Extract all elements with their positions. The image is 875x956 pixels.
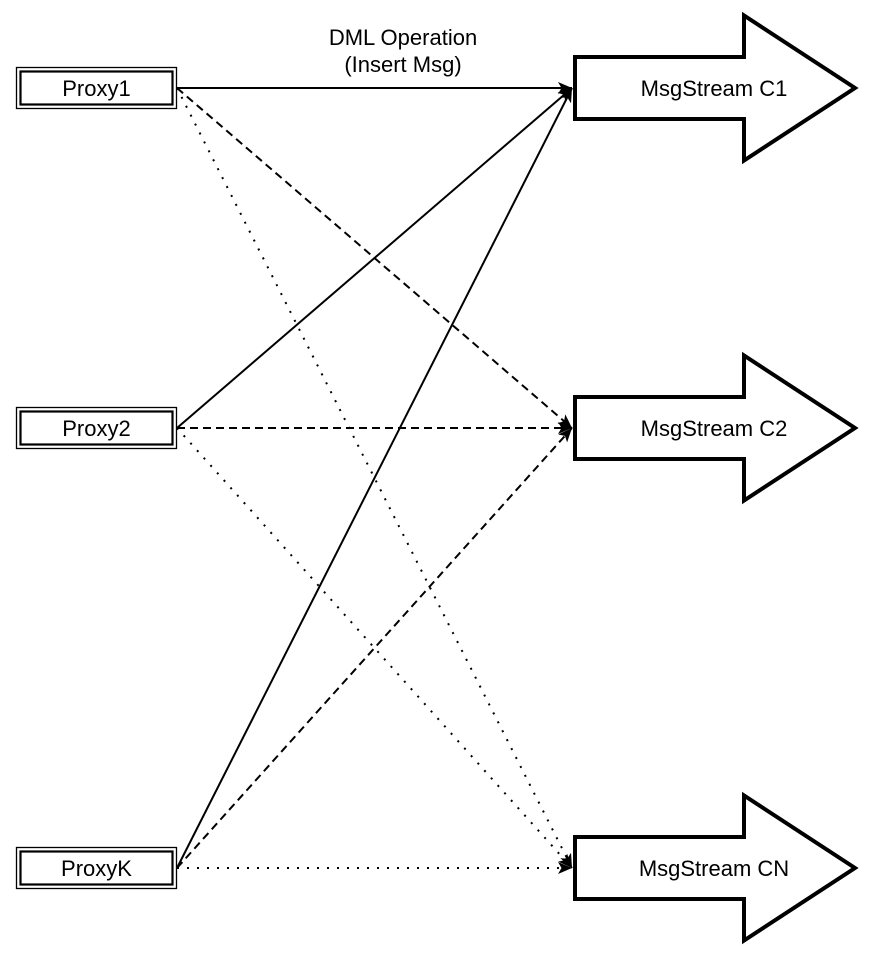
- proxy2-label: Proxy2: [62, 416, 130, 441]
- msgstream-c2-label: MsgStream C2: [641, 416, 788, 441]
- msgstream-cn-label: MsgStream CN: [639, 856, 789, 881]
- msgstream-cn-arrow: MsgStream CN: [573, 791, 859, 945]
- proxyk-box-inner: [19, 850, 174, 886]
- proxyk-box: ProxyK: [15, 846, 178, 890]
- proxy1-box-inner: [19, 70, 174, 106]
- edge-proxyk-c2: [176, 427, 573, 869]
- proxy2-box-inner: [19, 410, 174, 446]
- dml-operation-label-line1: DML Operation: [329, 25, 477, 50]
- edge-proxyk-c1: [176, 87, 573, 869]
- proxy2-box: Proxy2: [15, 406, 178, 450]
- msgstream-c1-label: MsgStream C1: [641, 76, 788, 101]
- proxy1-box: Proxy1: [15, 66, 178, 110]
- edges: [176, 82, 573, 874]
- dml-operation-label-line2: (Insert Msg): [344, 52, 461, 77]
- msgstream-c2-arrow: MsgStream C2: [573, 351, 859, 505]
- proxyk-label: ProxyK: [61, 856, 132, 881]
- edge-proxy1-c2: [176, 87, 573, 429]
- msgstream-c1-arrow: MsgStream C1: [573, 11, 859, 165]
- proxy1-label: Proxy1: [62, 76, 130, 101]
- msgstream-cn-shape: [573, 791, 859, 945]
- msgstream-c1-shape: [573, 11, 859, 165]
- edge-proxy2-cn: [176, 427, 573, 869]
- msgstream-c2-shape: [573, 351, 859, 505]
